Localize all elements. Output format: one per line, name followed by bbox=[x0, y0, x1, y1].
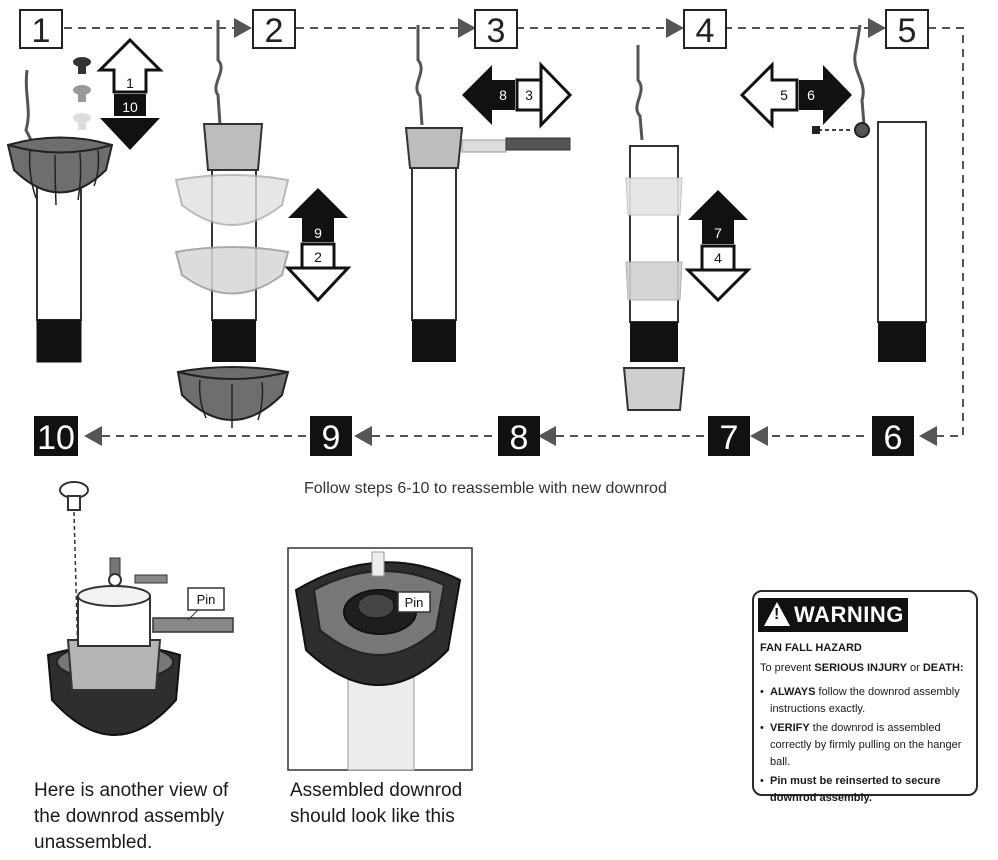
arrow-label-1: 1 bbox=[126, 75, 134, 91]
warning-prevent-prefix: To prevent bbox=[760, 662, 815, 674]
step-number-7: 7 bbox=[720, 419, 739, 457]
flow-lines bbox=[64, 18, 964, 446]
reassemble-instruction: Follow steps 6-10 to reassemble with new… bbox=[304, 480, 667, 497]
pin-label-left: Pin bbox=[197, 592, 216, 607]
assembled-view-illustration: Pin bbox=[287, 547, 473, 771]
arrow-label-6: 6 bbox=[807, 87, 815, 103]
warning-prevent-text: To prevent SERIOUS INJURY or DEATH: bbox=[760, 662, 974, 674]
step-number-5: 5 bbox=[898, 12, 917, 50]
warning-item: VERIFY the downrod is assembled correctl… bbox=[760, 720, 978, 771]
warning-prevent-death: DEATH: bbox=[922, 662, 964, 674]
step-boxes-bottom: 10 9 8 7 6 bbox=[34, 416, 914, 457]
caption-unassembled-line-2: the downrod assembly bbox=[34, 806, 225, 827]
arrow-label-3: 3 bbox=[525, 87, 533, 103]
warning-header: WARNING bbox=[758, 598, 908, 632]
exploded-view-illustration: Pin bbox=[46, 481, 234, 736]
step-box-2: 2 bbox=[252, 9, 296, 50]
step-number-4: 4 bbox=[696, 12, 715, 50]
step-boxes-top: 1 2 3 4 5 bbox=[19, 9, 929, 50]
caption-assembled: Assembled downrod should look like this bbox=[290, 778, 490, 830]
arrow-label-7: 7 bbox=[714, 225, 722, 241]
step-number-3: 3 bbox=[487, 12, 506, 50]
step-number-10: 10 bbox=[37, 419, 75, 457]
warning-list: ALWAYS follow the downrod assembly instr… bbox=[760, 684, 978, 809]
warning-item-bold: ALWAYS bbox=[770, 686, 816, 698]
step-box-6: 6 bbox=[872, 416, 914, 457]
caption-unassembled: Here is another view of the downrod asse… bbox=[34, 778, 264, 856]
warning-item: ALWAYS follow the downrod assembly instr… bbox=[760, 684, 978, 718]
warning-title: FAN FALL HAZARD bbox=[760, 642, 862, 654]
step2-illustration: 9 2 bbox=[174, 20, 352, 428]
arrow-label-8: 8 bbox=[499, 87, 507, 103]
step-number-8: 8 bbox=[510, 419, 529, 457]
warning-item-bold: VERIFY bbox=[770, 722, 810, 734]
arrow-label-2: 2 bbox=[314, 249, 322, 265]
step-number-9: 9 bbox=[322, 419, 341, 457]
step-box-1: 1 bbox=[19, 9, 63, 50]
warning-item-text: follow the downrod assembly instructions… bbox=[770, 686, 960, 715]
warning-box: WARNING FAN FALL HAZARD To prevent SERIO… bbox=[752, 590, 978, 804]
double-arrow-step4: 7 4 bbox=[684, 190, 752, 303]
double-arrow-step2: 9 2 bbox=[284, 188, 352, 303]
step-number-2: 2 bbox=[265, 12, 284, 50]
pin-label-right: Pin bbox=[405, 595, 424, 610]
step-number-1: 1 bbox=[32, 12, 51, 50]
flow-5-6 bbox=[919, 27, 964, 446]
step-box-5: 5 bbox=[885, 9, 929, 50]
caption-unassembled-line-3: unassembled. bbox=[34, 832, 153, 853]
arrow-label-5: 5 bbox=[780, 87, 788, 103]
step4-illustration: 7 4 bbox=[622, 45, 752, 411]
arrow-label-4: 4 bbox=[714, 250, 722, 266]
double-arrow-step5: 5 6 bbox=[739, 61, 852, 129]
step5-illustration: 5 6 bbox=[739, 24, 927, 362]
arrow-label-9: 9 bbox=[314, 225, 322, 241]
step-box-8: 8 bbox=[498, 416, 540, 457]
warning-item-bold: Pin must be reinserted to secure downrod… bbox=[770, 775, 941, 804]
step-number-6: 6 bbox=[884, 419, 903, 457]
step-box-10: 10 bbox=[34, 416, 78, 457]
step3-illustration: 8 3 bbox=[404, 25, 573, 362]
step-box-3: 3 bbox=[474, 9, 518, 50]
warning-header-text: WARNING bbox=[794, 602, 904, 627]
step-box-9: 9 bbox=[310, 416, 352, 457]
warning-triangle-icon bbox=[764, 602, 790, 626]
double-arrow-step1: 1 10 bbox=[96, 37, 164, 150]
warning-item-text: the downrod is assembled correctly by fi… bbox=[770, 722, 962, 768]
warning-prevent-or: or bbox=[906, 662, 923, 674]
warning-prevent-injury: SERIOUS INJURY bbox=[814, 662, 907, 674]
double-arrow-step3: 8 3 bbox=[462, 61, 573, 129]
caption-assembled-line-1: Assembled downrod bbox=[290, 780, 463, 801]
caption-assembled-line-2: should look like this bbox=[290, 806, 455, 827]
step-box-4: 4 bbox=[683, 9, 727, 50]
step1-illustration: 1 10 bbox=[6, 37, 164, 363]
step-box-7: 7 bbox=[708, 416, 750, 457]
warning-item: Pin must be reinserted to secure downrod… bbox=[760, 773, 978, 807]
screw-icon bbox=[73, 57, 91, 130]
caption-unassembled-line-1: Here is another view of bbox=[34, 780, 229, 801]
arrow-label-10: 10 bbox=[122, 99, 138, 115]
